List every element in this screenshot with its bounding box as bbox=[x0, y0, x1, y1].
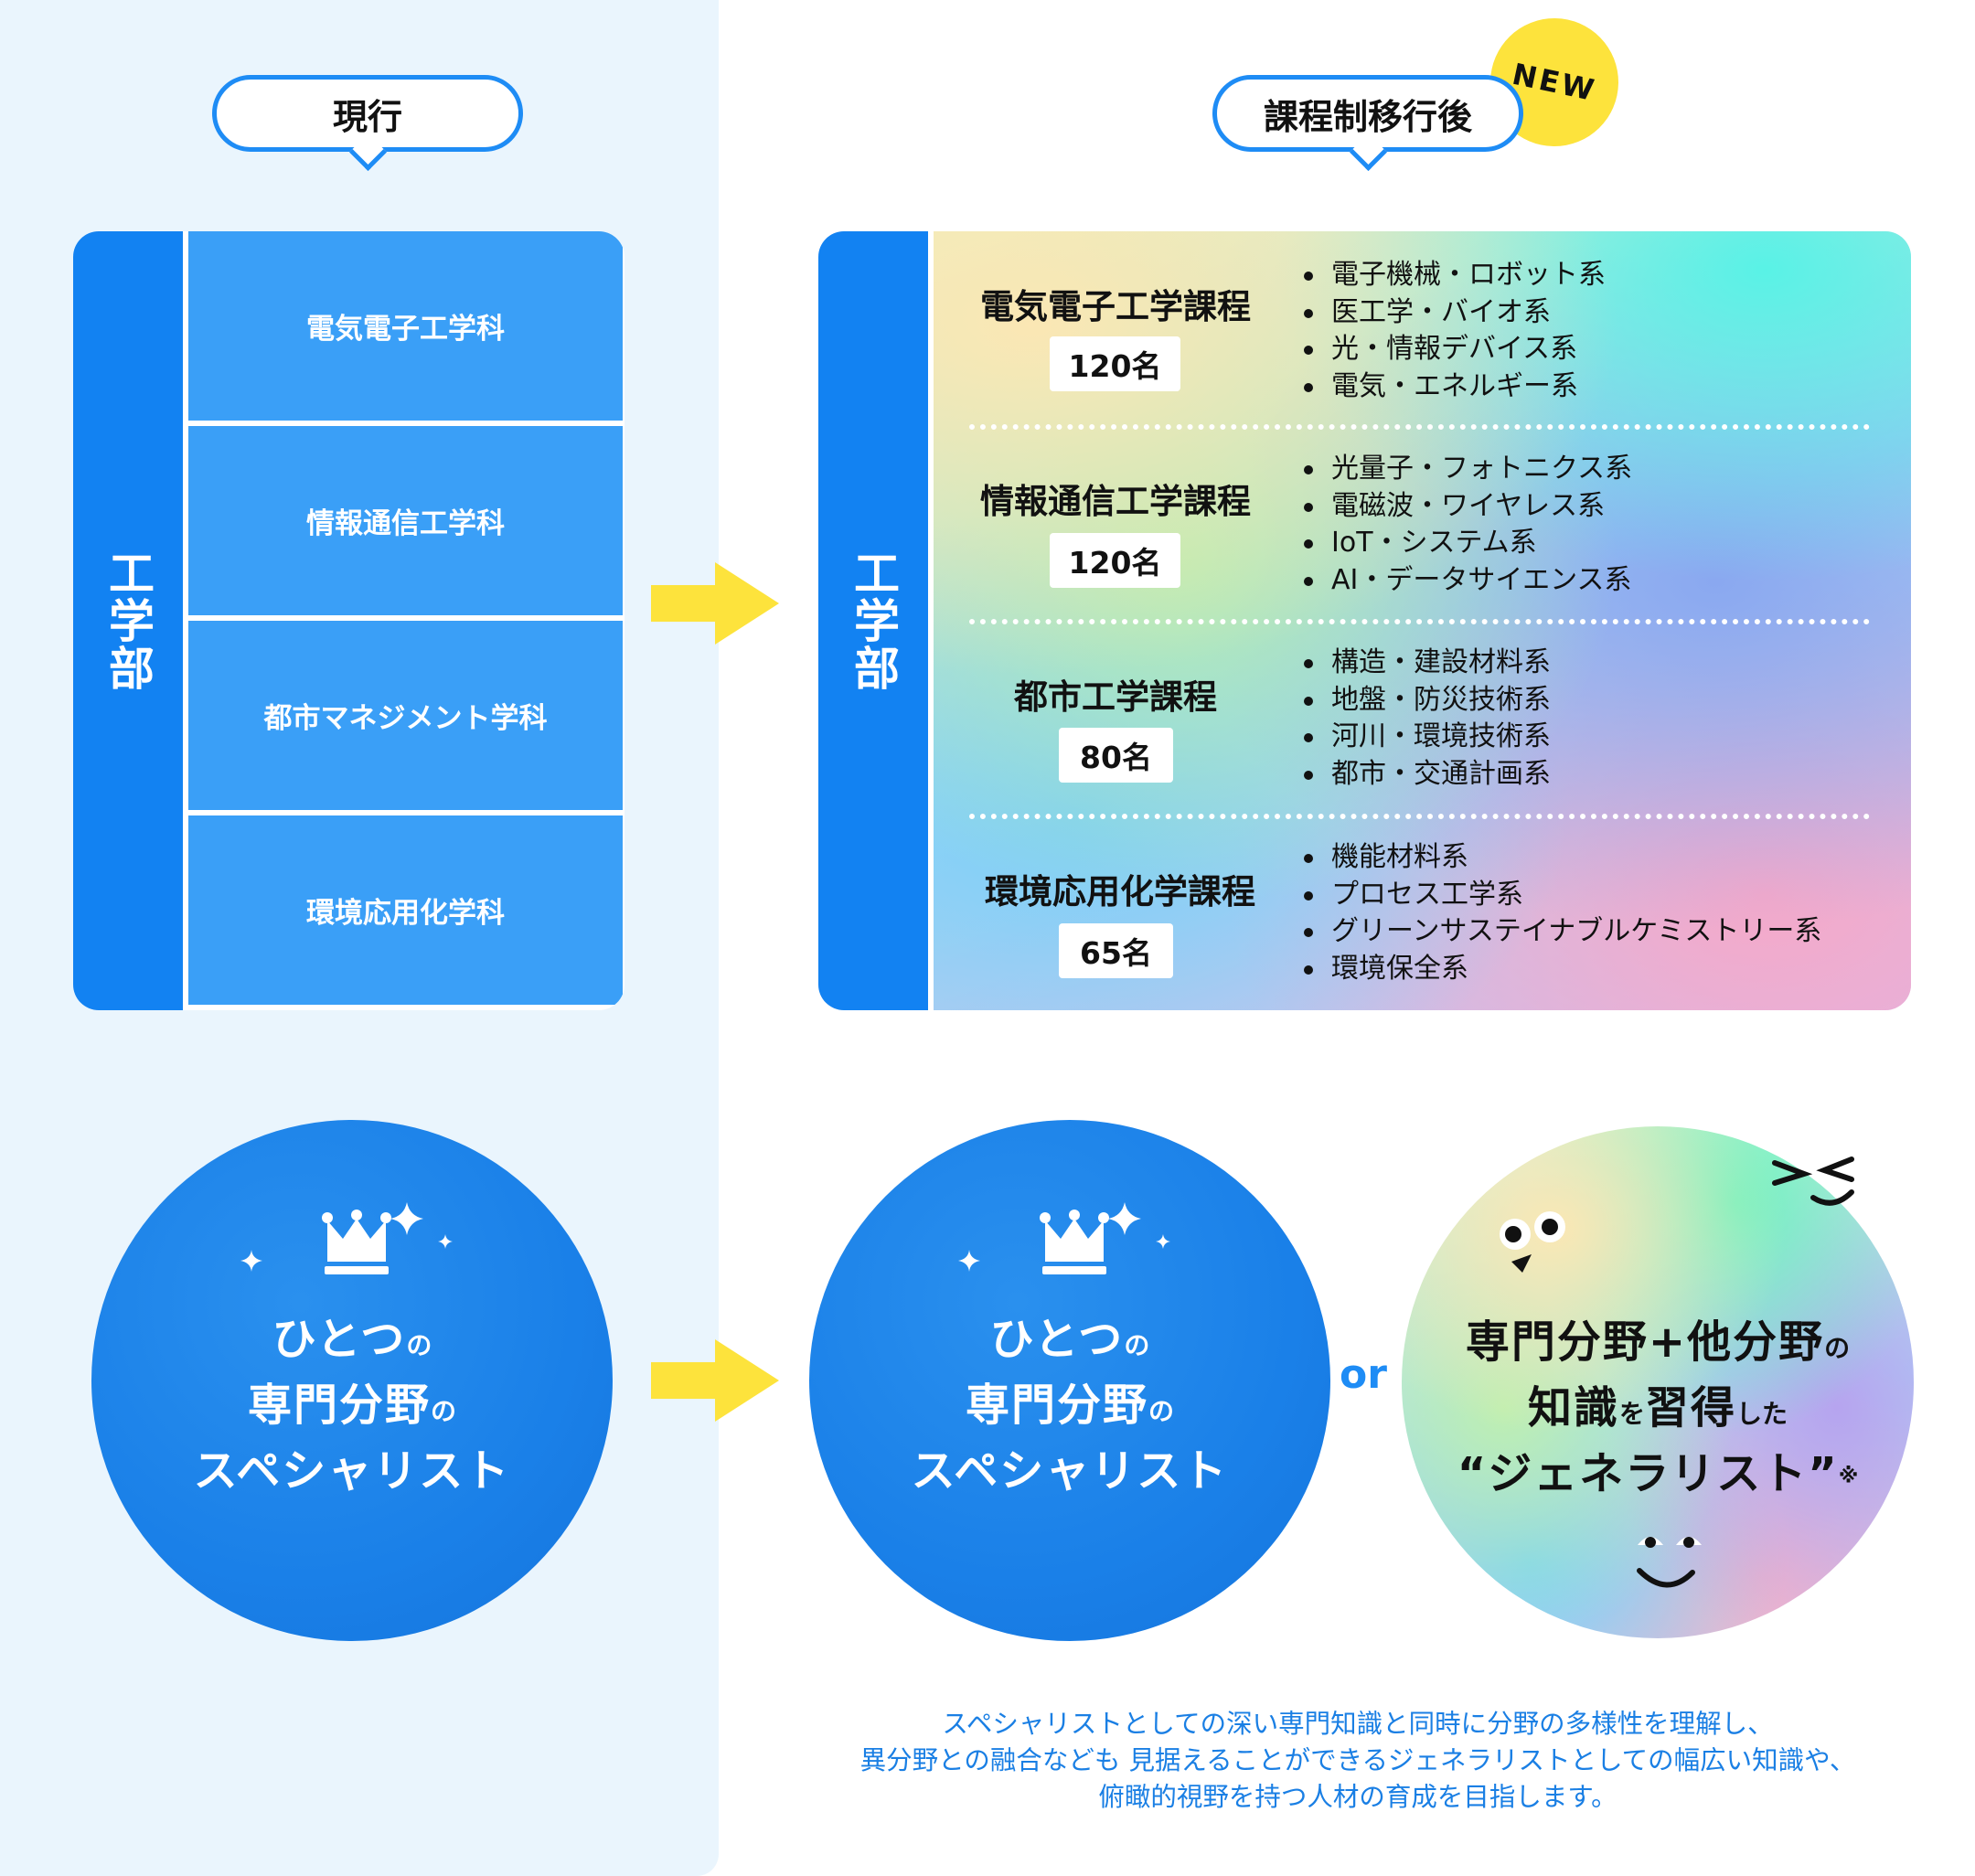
list-item: 光量子・フォトニクス系 bbox=[1300, 451, 1632, 488]
course-quota-2: 120名 bbox=[1050, 533, 1180, 588]
list-item: 医工学・バイオ系 bbox=[1300, 294, 1606, 332]
list-item: 電磁波・ワイヤレス系 bbox=[1300, 488, 1632, 526]
or-label: or bbox=[1340, 1351, 1387, 1398]
text: “ジェネラリスト” bbox=[1457, 1448, 1839, 1499]
course-divider bbox=[969, 619, 1870, 624]
footnote-mark: ※ bbox=[1838, 1465, 1859, 1488]
text: の bbox=[406, 1330, 432, 1360]
text: した bbox=[1736, 1399, 1788, 1429]
arrow-right-icon bbox=[651, 562, 779, 645]
course-subs-4: 機能材料系 プロセス工学系 グリーンサステイナブルケミストリー系 環境保全系 bbox=[1300, 839, 1821, 987]
course-divider bbox=[969, 424, 1870, 430]
text: ひとつ bbox=[272, 1314, 407, 1365]
text: スペシャリスト bbox=[911, 1445, 1229, 1497]
after-label-bubble: 課程制移行後 bbox=[1212, 75, 1523, 172]
course-name-1: 電気電子工学課程 bbox=[980, 287, 1251, 326]
description-note: スペシャリストとしての深い専門知識と同時に分野の多様性を理解し、 異分野との融合… bbox=[759, 1706, 1957, 1816]
specialist-circle-current: ひとつの 専門分野の スペシャリスト bbox=[91, 1120, 613, 1641]
course-subs-3: 構造・建設材料系 地盤・防災技術系 河川・環境技術系 都市・交通計画系 bbox=[1300, 645, 1551, 793]
list-item: プロセス工学系 bbox=[1300, 877, 1821, 914]
course-name-4: 環境応用化学課程 bbox=[985, 872, 1255, 911]
list-item: 地盤・防災技術系 bbox=[1300, 682, 1551, 719]
specialist-line-3: スペシャリスト bbox=[809, 1434, 1330, 1498]
text: の bbox=[431, 1396, 457, 1426]
specialist-line-2: 専門分野の bbox=[809, 1369, 1330, 1433]
department-3: 都市マネジメント学科 bbox=[188, 621, 623, 810]
list-item: 光・情報デバイス系 bbox=[1300, 331, 1606, 368]
course-quota-1: 120名 bbox=[1050, 336, 1180, 391]
course-quota-3: 80名 bbox=[1059, 728, 1173, 783]
list-item: IoT・システム系 bbox=[1300, 525, 1632, 562]
course-name-3: 都市工学課程 bbox=[1014, 677, 1217, 717]
faculty-label-current: 工学部 bbox=[73, 231, 183, 1010]
course-subs-1: 電子機械・ロボット系 医工学・バイオ系 光・情報デバイス系 電気・エネルギー系 bbox=[1300, 257, 1606, 405]
course-divider bbox=[969, 814, 1870, 819]
note-line: 異分野との融合なども 見据えることができるジェネラリストとしての幅広い知識や、 bbox=[859, 1745, 1856, 1775]
generalist-line-3: “ジェネラリスト”※ bbox=[1402, 1437, 1914, 1501]
note-line: 俯瞰的視野を持つ人材の育成を目指します。 bbox=[1098, 1782, 1617, 1812]
specialist-circle-new: ひとつの 専門分野の スペシャリスト bbox=[809, 1120, 1330, 1641]
specialist-line-1: ひとつの bbox=[809, 1303, 1330, 1367]
text: スペシャリスト bbox=[193, 1445, 511, 1497]
text: の bbox=[1124, 1330, 1150, 1360]
list-item: 都市・交通計画系 bbox=[1300, 756, 1551, 794]
course-name-2: 情報通信工学課程 bbox=[980, 482, 1251, 521]
list-item: 機能材料系 bbox=[1300, 839, 1821, 877]
crown-icon bbox=[240, 1202, 453, 1274]
generalist-line-2: 知識を習得した bbox=[1402, 1371, 1914, 1435]
department-1: 電気電子工学科 bbox=[188, 231, 623, 421]
text: 専門分野 bbox=[965, 1380, 1148, 1431]
course-quota-4: 65名 bbox=[1059, 923, 1173, 978]
text: の bbox=[1148, 1396, 1175, 1426]
face-icon bbox=[1500, 1157, 1854, 1588]
faculty-label-text: 工学部 bbox=[101, 549, 155, 692]
current-faculty-box: 工学部 電気電子工学科 情報通信工学科 都市マネジメント学科 環境応用化学科 bbox=[73, 231, 625, 1010]
list-item: 電子機械・ロボット系 bbox=[1300, 257, 1606, 294]
text: 知識 bbox=[1527, 1382, 1619, 1434]
faculty-label-text: 工学部 bbox=[847, 549, 900, 692]
course-subs-2: 光量子・フォトニクス系 電磁波・ワイヤレス系 IoT・システム系 AI・データサ… bbox=[1300, 451, 1632, 599]
text: 専門分野+他分野 bbox=[1465, 1316, 1825, 1368]
text: 専門分野 bbox=[247, 1380, 431, 1431]
note-line: スペシャリストとしての深い専門知識と同時に分野の多様性を理解し、 bbox=[942, 1709, 1774, 1739]
text: の bbox=[1824, 1333, 1851, 1363]
list-item: グリーンサステイナブルケミストリー系 bbox=[1300, 913, 1821, 951]
specialist-line-1: ひとつの bbox=[91, 1303, 613, 1367]
current-label-bubble: 現行 bbox=[212, 75, 523, 172]
bubble-tail bbox=[1349, 133, 1388, 172]
list-item: 電気・エネルギー系 bbox=[1300, 368, 1606, 406]
specialist-line-3: スペシャリスト bbox=[91, 1434, 613, 1498]
crown-icon bbox=[958, 1202, 1170, 1274]
department-2: 情報通信工学科 bbox=[188, 426, 623, 615]
list-item: 河川・環境技術系 bbox=[1300, 719, 1551, 756]
arrow-right-icon bbox=[651, 1339, 779, 1422]
list-item: 環境保全系 bbox=[1300, 951, 1821, 988]
new-badge-label: NEW bbox=[1509, 56, 1600, 109]
generalist-circle: 専門分野+他分野の 知識を習得した “ジェネラリスト”※ bbox=[1402, 1126, 1914, 1638]
specialist-line-2: 専門分野の bbox=[91, 1369, 613, 1433]
text: ひとつ bbox=[989, 1314, 1125, 1365]
current-label: 現行 bbox=[332, 96, 402, 137]
department-4: 環境応用化学科 bbox=[188, 815, 623, 1005]
list-item: AI・データサイエンス系 bbox=[1300, 562, 1632, 600]
faculty-label-new: 工学部 bbox=[818, 231, 928, 1010]
after-label: 課程制移行後 bbox=[1263, 96, 1472, 137]
list-item: 構造・建設材料系 bbox=[1300, 645, 1551, 682]
text: 習得 bbox=[1645, 1382, 1737, 1434]
text: を bbox=[1618, 1399, 1645, 1429]
generalist-line-1: 専門分野+他分野の bbox=[1402, 1306, 1914, 1370]
